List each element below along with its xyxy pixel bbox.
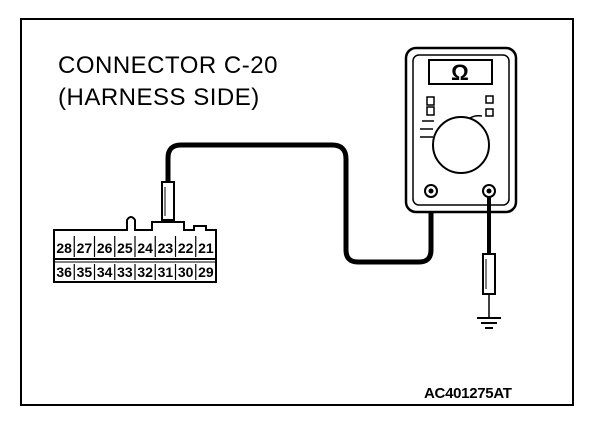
pin-number-bottom: 36: [56, 264, 72, 280]
pin-number-bottom: 31: [158, 264, 174, 280]
pin-number-bottom: 33: [117, 264, 133, 280]
pin-number-top: 27: [77, 240, 93, 256]
meter-display: [428, 59, 493, 85]
pin-number-top: 23: [158, 240, 174, 256]
pin-number-bottom: 29: [198, 264, 214, 280]
test-lead-wire: [165, 142, 434, 265]
diagram-border: [20, 18, 574, 406]
pin-number-top: 22: [178, 240, 194, 256]
connector-title: CONNECTOR C-20: [58, 52, 278, 79]
ohm-symbol: Ω: [451, 60, 469, 85]
selector-dial: [432, 116, 490, 174]
ohmmeter-icon: Ω: [404, 46, 518, 214]
probe-icon: [482, 253, 496, 295]
figure-code: AC401275AT: [424, 385, 512, 402]
connector-subtitle: (HARNESS SIDE): [58, 84, 260, 111]
pin-number-bottom: 35: [77, 264, 93, 280]
pin-number-bottom: 34: [97, 264, 113, 280]
pin-number-top: 25: [117, 240, 133, 256]
pin-number-top: 21: [198, 240, 214, 256]
pin-number-top: 26: [97, 240, 113, 256]
ground-symbol-icon: [477, 317, 501, 329]
pin-number-top: 24: [137, 240, 153, 256]
pin-number-bottom: 32: [137, 264, 153, 280]
pin-number-bottom: 30: [178, 264, 194, 280]
ground-lead: [482, 197, 496, 318]
pin-number-top: 28: [56, 240, 72, 256]
